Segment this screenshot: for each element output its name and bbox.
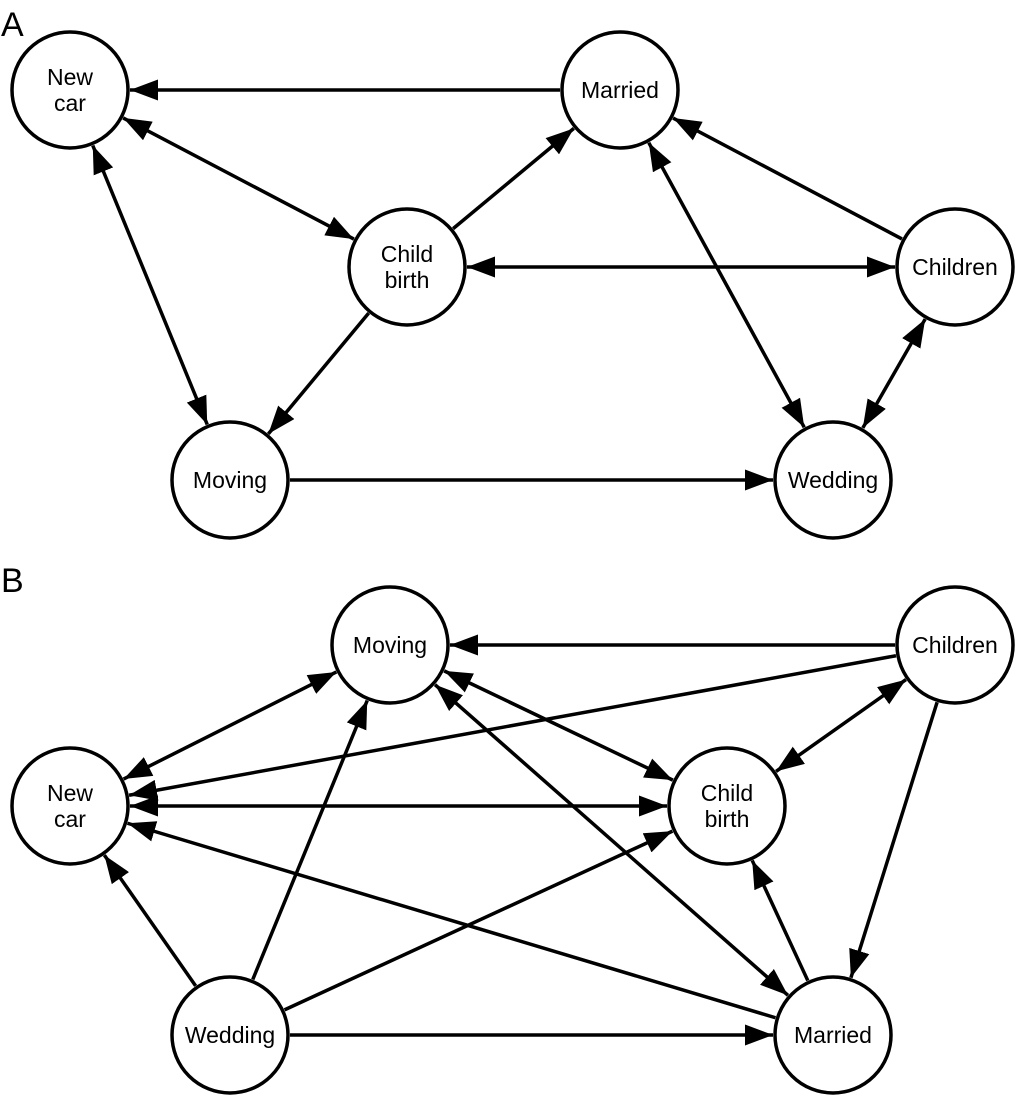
- node-label-line: Wedding: [185, 1022, 275, 1048]
- edge-newcar-to-moving: [91, 144, 209, 426]
- node-children: Children: [895, 207, 1015, 327]
- edge-childbirth-to-married: [452, 127, 575, 230]
- edge-wedding-to-childbirth: [283, 829, 674, 1012]
- node-moving: Moving: [330, 585, 450, 705]
- node-label: Married: [581, 77, 659, 103]
- node-circle: [10, 746, 130, 866]
- node-label-line: Child: [381, 241, 433, 267]
- panel-label-a: A: [1, 6, 24, 44]
- node-label: Children: [912, 632, 998, 658]
- node-label: Married: [794, 1022, 872, 1048]
- edge-married-to-newcar: [126, 821, 777, 1020]
- node-circle: [330, 585, 450, 705]
- node-label: Moving: [353, 632, 427, 658]
- edge-children-to-married: [849, 701, 939, 979]
- node-label: Wedding: [185, 1022, 275, 1048]
- node-circle: [773, 975, 893, 1095]
- node-wedding: Wedding: [170, 975, 290, 1095]
- edge-children-to-newcar: [128, 654, 897, 801]
- edge-married-to-childbirth: [750, 859, 810, 982]
- node-label: Children: [912, 254, 998, 280]
- edge-childbirth-to-moving: [267, 312, 370, 435]
- edge-newcar-to-childbirth: [122, 116, 355, 241]
- node-label-line: Moving: [193, 467, 267, 493]
- panel-a-edges: [91, 79, 927, 491]
- edge-married-to-wedding: [647, 141, 806, 429]
- edge-wedding-to-newcar: [102, 854, 198, 987]
- node-label-line: Moving: [353, 632, 427, 658]
- edge-children-to-married: [672, 116, 903, 241]
- node-label-line: New: [47, 64, 93, 90]
- node-label-line: Married: [794, 1022, 872, 1048]
- node-circle: [895, 585, 1015, 705]
- node-label-line: birth: [705, 806, 750, 832]
- node-circle: [773, 420, 893, 540]
- node-label-line: Children: [912, 254, 998, 280]
- node-label-line: Child: [701, 780, 753, 806]
- panel-label-b: B: [1, 562, 24, 600]
- edge-children-to-wedding: [861, 318, 927, 429]
- node-married: Married: [773, 975, 893, 1095]
- node-label-line: Children: [912, 632, 998, 658]
- node-moving: Moving: [170, 420, 290, 540]
- node-circle: [347, 207, 467, 327]
- edge-moving-to-married: [433, 683, 790, 997]
- node-label: Moving: [193, 467, 267, 493]
- edge-wedding-to-moving: [251, 699, 369, 981]
- edge-newcar-to-moving: [122, 670, 338, 781]
- node-label-line: car: [54, 806, 86, 832]
- node-label-line: car: [54, 90, 86, 116]
- node-circle: [560, 30, 680, 150]
- edge-children-to-childbirth: [775, 678, 907, 773]
- node-circle: [170, 420, 290, 540]
- panel-b-edges: [102, 634, 939, 1046]
- node-circle: [667, 746, 787, 866]
- node-circle: [10, 30, 130, 150]
- node-children: Children: [895, 585, 1015, 705]
- node-circle: [170, 975, 290, 1095]
- node-wedding: Wedding: [773, 420, 893, 540]
- node-circle: [895, 207, 1015, 327]
- node-label-line: birth: [385, 267, 430, 293]
- node-married: Married: [560, 30, 680, 150]
- node-label-line: Married: [581, 77, 659, 103]
- edge-moving-to-childbirth: [443, 669, 674, 782]
- node-label-line: New: [47, 780, 93, 806]
- node-label: Wedding: [788, 467, 878, 493]
- node-label-line: Wedding: [788, 467, 878, 493]
